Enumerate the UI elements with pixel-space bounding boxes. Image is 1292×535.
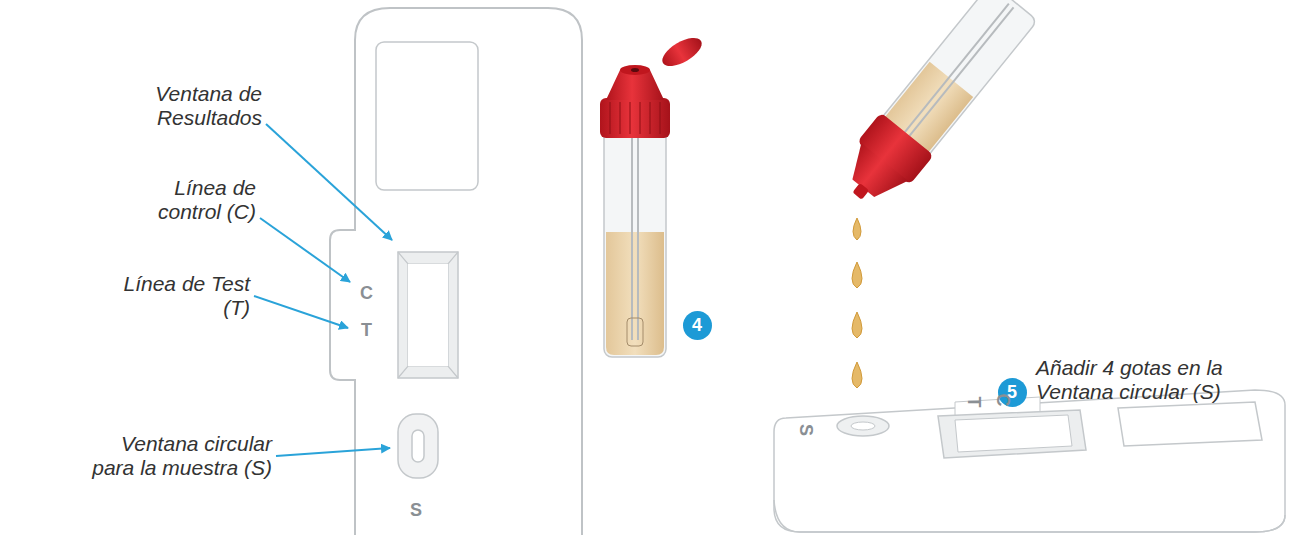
tilted-vial — [831, 0, 1041, 217]
sample-letter: S — [796, 424, 816, 436]
sample-letter: S — [410, 500, 422, 520]
line-letter: T — [361, 320, 372, 340]
callout-circle: 4 — [683, 311, 712, 340]
leader-arrows — [254, 124, 392, 456]
line-letter: C — [993, 394, 1013, 407]
buffer-vial — [600, 32, 706, 357]
part-label: Línea de control (C) — [120, 176, 256, 224]
part-label: Línea de Test (T) — [120, 272, 250, 320]
line-letter: T — [964, 397, 984, 408]
callout-number: 4 — [692, 315, 702, 336]
drops — [852, 218, 862, 388]
instruction-text: Añadir 4 gotas en la Ventana circular (S… — [1036, 356, 1272, 404]
line-letter: C — [360, 283, 373, 303]
part-label: Ventana de Resultados — [120, 82, 262, 130]
part-label: Ventana circular para la muestra (S) — [76, 432, 272, 480]
test-cassette — [330, 8, 582, 535]
test-cassette-perspective — [774, 390, 1285, 532]
